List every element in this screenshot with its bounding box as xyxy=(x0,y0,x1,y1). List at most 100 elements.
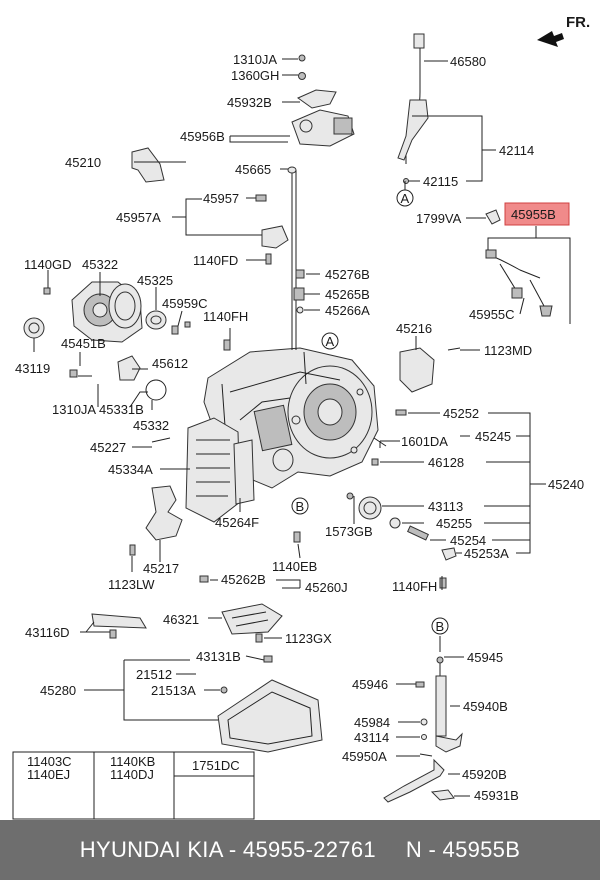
label-1573GB: 1573GB xyxy=(325,524,373,539)
bracket-45957A-illustration xyxy=(261,225,289,249)
front-direction-label: FR. xyxy=(566,14,590,31)
label-43131B: 43131B xyxy=(196,649,241,664)
label-1360GH: 1360GH xyxy=(231,68,279,83)
label-46128: 46128 xyxy=(428,455,464,470)
part-labels: 1310JA 1360GH 45932B 45956B 45210 45665 … xyxy=(15,52,584,803)
oring-45332-illustration xyxy=(145,379,167,401)
label-45931B: 45931B xyxy=(474,788,519,803)
label-43116D: 43116D xyxy=(25,625,70,640)
transmission-parts-diagram: FR. xyxy=(12,14,590,820)
label-1140FH-mid: 1140FH xyxy=(203,309,248,324)
label-45955C: 45955C xyxy=(469,307,515,322)
label-45955B: 45955B xyxy=(511,207,556,222)
label-45334A: 45334A xyxy=(108,462,153,477)
oil-filter-46321-illustration xyxy=(221,603,283,635)
label-45959C: 45959C xyxy=(162,296,208,311)
label-45325: 45325 xyxy=(137,273,173,288)
label-1799VA: 1799VA xyxy=(416,211,462,226)
speed-sensor-wire-illustration xyxy=(485,209,553,317)
mount-bracket-45217-illustration xyxy=(145,485,183,541)
oil-pan-45280-illustration xyxy=(217,655,323,753)
reference-callouts: A A B B xyxy=(291,189,449,635)
inhibitor-switch-illustration xyxy=(291,54,355,147)
callout-a-top: A xyxy=(326,334,335,349)
label-45332: 45332 xyxy=(133,418,169,433)
label-45920B: 45920B xyxy=(462,767,507,782)
label-45255: 45255 xyxy=(436,516,472,531)
footer-reference-number: N - 45955B xyxy=(405,837,521,862)
label-45331B: 45331B xyxy=(99,402,144,417)
label-1140GD: 1140GD xyxy=(24,257,71,272)
label-45950A: 45950A xyxy=(342,749,387,764)
label-43113: 43113 xyxy=(428,499,463,514)
valve-body-cover-illustration xyxy=(185,417,255,523)
highlighted-part-45955B: 45955B xyxy=(504,202,570,226)
label-45253A: 45253A xyxy=(464,546,509,561)
label-43114: 43114 xyxy=(354,730,389,745)
label-1140FH-low: 1140FH xyxy=(392,579,437,594)
label-45940B: 45940B xyxy=(463,699,508,714)
label-45264F: 45264F xyxy=(215,515,259,530)
bracket-45216-illustration xyxy=(399,347,435,393)
sealant-tube-43116D-illustration xyxy=(91,613,147,629)
label-45957: 45957 xyxy=(203,191,239,206)
label-45260J: 45260J xyxy=(305,580,348,595)
solenoid-45612-illustration xyxy=(117,355,141,381)
label-1310JA-low: 1310JA xyxy=(52,402,96,417)
label-45932B: 45932B xyxy=(227,95,272,110)
label-45245: 45245 xyxy=(475,429,511,444)
label-45254: 45254 xyxy=(450,533,486,548)
leader-lines xyxy=(33,58,571,797)
label-1123MD: 1123MD xyxy=(484,343,532,358)
legend-col1-line1: 11403C xyxy=(27,754,72,769)
label-45612: 45612 xyxy=(152,356,188,371)
label-45210: 45210 xyxy=(65,155,101,170)
oil-dipstick-illustration xyxy=(397,33,429,184)
label-45280: 45280 xyxy=(40,683,76,698)
label-45322: 45322 xyxy=(82,257,118,272)
label-21512: 21512 xyxy=(136,667,172,682)
label-45266A: 45266A xyxy=(325,303,370,318)
label-1140FD: 1140FD xyxy=(193,253,238,268)
legend-col2-line1: 1140KB xyxy=(110,754,155,769)
shift-lever-assembly-illustration xyxy=(383,656,463,803)
label-1601DA: 1601DA xyxy=(401,434,448,449)
label-45262B: 45262B xyxy=(221,572,266,587)
label-42115: 42115 xyxy=(423,174,458,189)
label-45276B: 45276B xyxy=(325,267,370,282)
label-1123GX: 1123GX xyxy=(285,631,332,646)
callout-b-shift: B xyxy=(436,619,445,634)
label-1310JA-top: 1310JA xyxy=(233,52,277,67)
label-45957A: 45957A xyxy=(116,210,161,225)
label-45956B: 45956B xyxy=(180,129,225,144)
legend-col1-line2: 1140EJ xyxy=(27,767,70,782)
label-46321: 46321 xyxy=(163,612,199,627)
pump-assembly-illustration xyxy=(71,281,143,343)
label-45665: 45665 xyxy=(235,162,271,177)
callout-a-left: A xyxy=(401,191,410,206)
label-45227: 45227 xyxy=(90,440,126,455)
part-number-footer: HYUNDAI KIA - 45955-22761 N - 45955B xyxy=(0,820,600,880)
label-21513A: 21513A xyxy=(151,683,196,698)
label-45240: 45240 xyxy=(548,477,584,492)
label-45946: 45946 xyxy=(352,677,388,692)
label-45451B: 45451B xyxy=(61,336,106,351)
label-42114: 42114 xyxy=(499,143,534,158)
highlight-box xyxy=(504,202,570,226)
front-direction-indicator: FR. xyxy=(537,14,590,47)
front-direction-arrow-icon xyxy=(537,31,564,47)
label-45217: 45217 xyxy=(143,561,179,576)
label-43119: 43119 xyxy=(15,361,50,376)
label-1140EB: 1140EB xyxy=(272,559,317,574)
label-45216: 45216 xyxy=(396,321,432,336)
label-46580: 46580 xyxy=(450,54,486,69)
pin-45252-illustration xyxy=(395,409,407,416)
footer-brand-part-number: HYUNDAI KIA - 45955-22761 xyxy=(79,837,376,862)
label-1123LW: 1123LW xyxy=(108,577,155,592)
label-45265B: 45265B xyxy=(325,287,370,302)
bracket-45210-illustration xyxy=(131,147,165,183)
label-45984: 45984 xyxy=(354,715,390,730)
legend-col2-line2: 1140DJ xyxy=(110,767,154,782)
legend-col3-line1: 1751DC xyxy=(192,758,240,773)
fastener-legend-table: 11403C 1140EJ 1140KB 1140DJ 1751DC xyxy=(12,751,255,820)
